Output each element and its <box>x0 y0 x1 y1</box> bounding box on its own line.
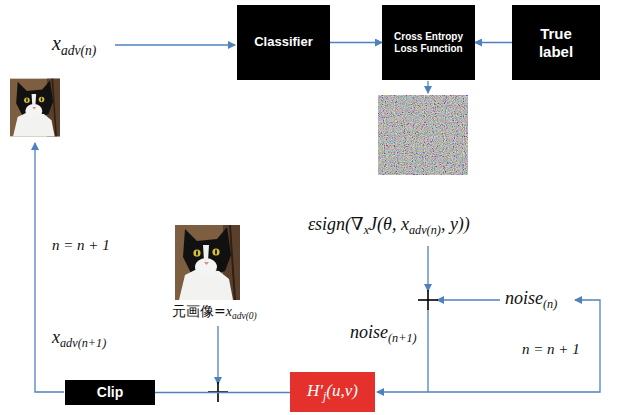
label-text: noise <box>505 288 543 308</box>
math-label: εsign(∇xJ(θ, xadv(n), y)) <box>306 214 472 238</box>
label-text: adv(0) <box>232 311 257 321</box>
label-text: x <box>52 32 61 54</box>
math-label: n = n + 1 <box>520 340 582 358</box>
noise-tint <box>378 95 468 175</box>
classifier-box: Classifier <box>237 5 330 80</box>
loss-function-box: Cross Entropy Loss Function <box>382 5 475 80</box>
label-text: adv(n) <box>409 223 441 237</box>
label-text: εsign(∇ <box>308 214 364 234</box>
label-text: x <box>226 304 232 319</box>
clip-box: Clip <box>65 380 155 405</box>
filter-box: H′j(u,v) <box>290 372 375 412</box>
cat-image <box>175 225 240 300</box>
node-text-wrap: Clip <box>97 384 123 400</box>
label-text: J(θ, x <box>369 214 409 234</box>
math-label: noise(n) <box>503 288 559 312</box>
node-text: Cross Entropy Loss Function <box>394 31 463 54</box>
node-text: Classifier <box>254 34 313 49</box>
math-label: xadv(n) <box>50 31 98 59</box>
label-text: noise <box>350 322 388 342</box>
math-label: 元画像=xadv(0) <box>170 303 259 323</box>
true-label-box: True label <box>512 5 600 80</box>
node-text: Clip <box>97 384 123 400</box>
flow-connector <box>475 42 512 43</box>
label-text: (n) <box>543 297 557 311</box>
node-text-wrap: H′j(u,v) <box>307 381 358 403</box>
label-text: adv(n+1) <box>60 336 106 350</box>
node-text: True label <box>539 25 573 59</box>
label-text: 元画像= <box>172 303 226 319</box>
math-label: xadv(n+1) <box>50 327 108 351</box>
flow-connector <box>155 392 290 393</box>
label-text: adv(n) <box>61 43 96 58</box>
node-text-wrap: Classifier <box>254 35 313 50</box>
node-text-wrap: Cross Entropy Loss Function <box>394 31 464 54</box>
node-text: H′ <box>307 381 323 400</box>
node-text: j <box>323 390 326 403</box>
label-text: (n+1) <box>388 331 417 345</box>
noise-image <box>378 95 468 175</box>
node-text-wrap: True label <box>531 25 581 60</box>
math-label: noise(n+1) <box>348 322 419 346</box>
label-text: n = n + 1 <box>522 341 580 357</box>
label-text: x <box>364 223 369 237</box>
label-text: , y)) <box>441 214 470 234</box>
flow-lines <box>35 45 600 392</box>
sum-symbol <box>418 290 438 310</box>
math-label: n = n + 1 <box>50 236 112 254</box>
label-text: x <box>52 327 60 347</box>
node-text: (u,v) <box>326 381 358 400</box>
flow-connector <box>330 42 382 43</box>
cat-image <box>10 79 60 137</box>
label-text: n = n + 1 <box>52 237 110 253</box>
